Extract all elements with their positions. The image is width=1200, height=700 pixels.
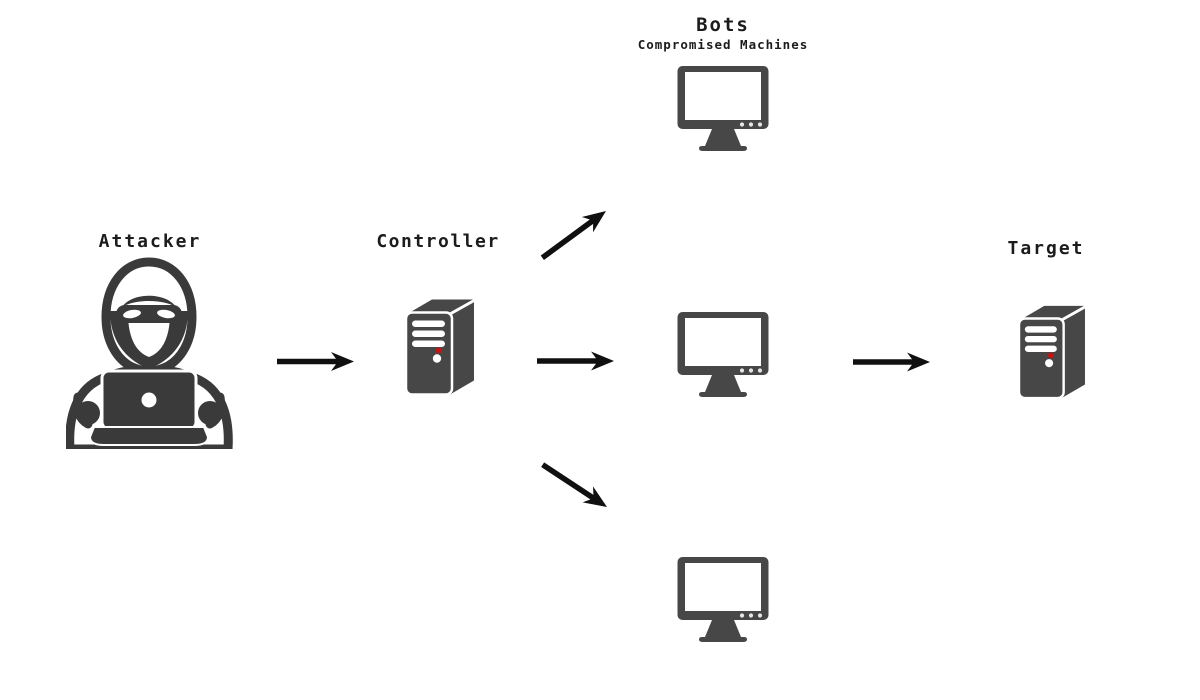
arrow-attacker-to-controller (277, 352, 354, 371)
power-led-red (1048, 352, 1054, 359)
power-button (432, 354, 442, 363)
controller-server-icon (404, 298, 476, 396)
bot-monitor-middle-icon (677, 312, 769, 397)
controller-label: Controller (376, 231, 500, 252)
hacker-icon (66, 257, 233, 449)
attacker-label: Attacker (98, 231, 202, 252)
bots-label: Bots (696, 14, 750, 36)
power-button (1045, 359, 1054, 368)
arrow-controller-to-bot-bottom (541, 462, 607, 507)
mask-icon (116, 305, 182, 323)
bot-monitor-top-icon (677, 66, 769, 151)
target-label: Target (1007, 238, 1085, 259)
power-led-red (436, 347, 442, 354)
bots-sublabel: Compromised Machines (637, 37, 809, 52)
target-server-icon (1017, 305, 1087, 400)
arrow-controller-to-bot-middle (537, 351, 614, 371)
arrow-bots-to-target (853, 352, 930, 372)
bot-monitor-bottom-icon (677, 557, 769, 642)
arrow-controller-to-bot-top (540, 211, 606, 260)
